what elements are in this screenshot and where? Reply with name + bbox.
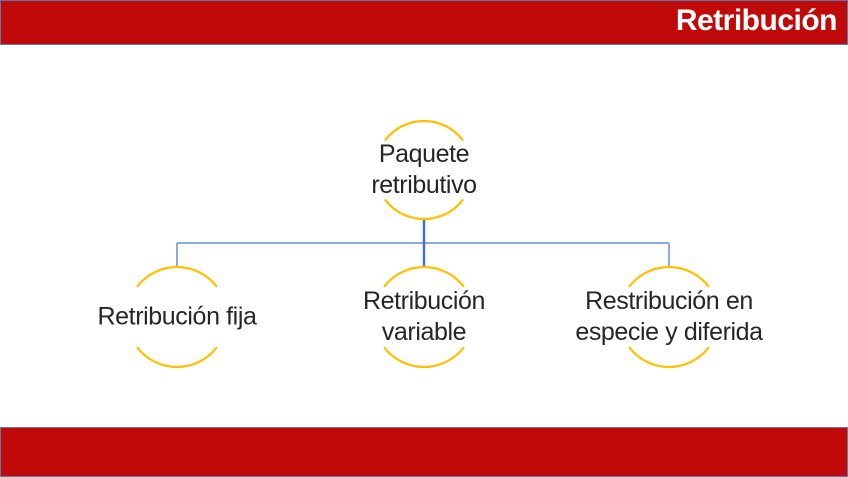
root-node-circle-bottom-arc: [384, 199, 464, 221]
footer-bar: [0, 427, 848, 477]
child-2-circle-bottom-arc: [383, 346, 465, 369]
child-1-circle-bottom-arc: [136, 346, 218, 369]
child-1-circle-top-arc: [136, 265, 218, 288]
node-label-paquete-retributivo: Paquete retributivo: [371, 140, 477, 199]
page-title: Retribución: [675, 4, 838, 37]
header-bar: Retribución: [0, 0, 848, 45]
node-label-restribucion-en-especie-y-diferida: Restribución en especie y diferida: [575, 287, 763, 346]
child-3-circle-bottom-arc: [628, 346, 710, 369]
child-3-circle-top-arc: [628, 265, 710, 288]
node-label-retribucion-variable: Retribución variable: [362, 287, 486, 346]
node-label-retribucion-fija: Retribución fija: [97, 302, 257, 331]
root-node-circle-top-arc: [384, 119, 464, 141]
child-2-circle-top-arc: [383, 265, 465, 288]
